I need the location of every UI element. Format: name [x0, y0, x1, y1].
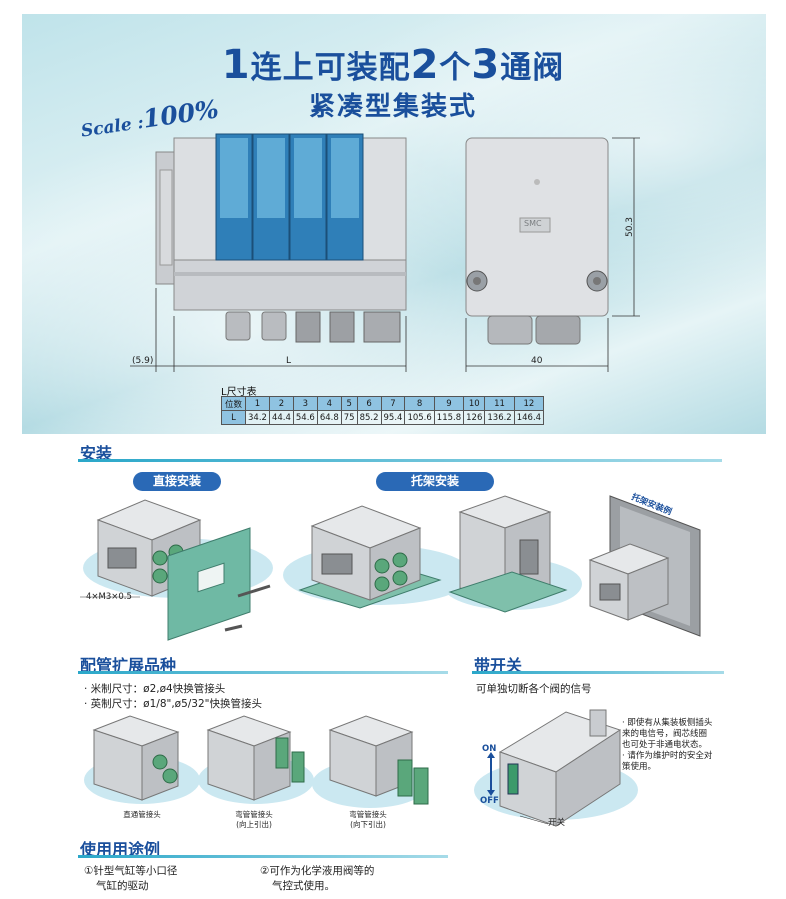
title-num-3: 3 — [471, 42, 501, 88]
size-table-header-row: 位数 1 2 3 4 5 6 7 8 9 10 11 12 — [221, 396, 545, 411]
table-station: 10 — [463, 396, 486, 411]
switch-part-label: 开关 — [548, 818, 566, 828]
usage-item-2-line2: 气控式使用。 — [272, 880, 335, 892]
usage-item-2: ②可作为化学液用阀等的气控式使用。 — [260, 864, 374, 894]
table-length: 146.4 — [513, 410, 545, 425]
switch-off-label: OFF — [480, 796, 499, 806]
piping-metric: · 米制尺寸：ø2,ø4快换管接头 — [84, 683, 226, 695]
table-length: 115.8 — [433, 410, 465, 425]
subtitle: 紧凑型集装式 — [308, 92, 477, 122]
switch-description: 可单独切断各个阀的信号 — [476, 683, 592, 695]
table-length: 44.4 — [268, 410, 294, 425]
caption-elbow-down: 弯管管接头(向下引出) — [338, 810, 398, 830]
title-part-2: 个 — [439, 50, 472, 86]
piping-heading: 配管扩展品种 — [80, 656, 177, 675]
table-length: 105.6 — [404, 410, 435, 425]
caption-elbow-down-line1: 弯管管接头 — [349, 810, 387, 819]
size-table: 位数 1 2 3 4 5 6 7 8 9 10 11 12 L 34.2 44.… — [221, 396, 545, 425]
brand-label: SMC — [524, 219, 542, 228]
table-station: 8 — [404, 396, 435, 411]
switch-note-line: 策使用。 — [622, 762, 657, 772]
title-part-1: 连上可装配 — [250, 50, 411, 86]
table-station: 7 — [380, 396, 406, 411]
dim-width: 40 — [531, 356, 543, 366]
switch-note-line: · 请作为维护时的安全对 — [622, 751, 713, 761]
size-table-length-row: L 34.2 44.4 54.6 64.8 75 85.2 95.4 105.6… — [221, 410, 545, 425]
switch-heading: 带开关 — [474, 656, 523, 675]
table-length: 126 — [463, 410, 486, 425]
install-heading: 安装 — [80, 444, 113, 463]
dim-length: L — [286, 356, 292, 366]
table-station: 4 — [316, 396, 342, 411]
table-station: 11 — [484, 396, 515, 411]
caption-elbow-up-line2: (向上引出) — [236, 820, 272, 829]
title-num-1: 1 — [221, 42, 251, 88]
dim-left-offset: (5.9) — [132, 356, 154, 366]
title-num-2: 2 — [410, 42, 440, 88]
install-underline — [78, 459, 722, 462]
main-title: 1连上可装配2个3通阀 — [0, 42, 786, 88]
usage-item-1-line2: 气缸的驱动 — [96, 880, 149, 892]
fittings-row — [225, 311, 401, 343]
switch-underline — [472, 671, 724, 674]
title-part-3: 通阀 — [500, 50, 565, 86]
table-header-length: L — [221, 410, 246, 425]
piping-inch: · 英制尺寸：ø1/8",ø5/32"快换管接头 — [84, 698, 262, 710]
switch-notes: · 即使有从集装板侧插头 来的电信号，阀芯线圈 也可处于非通电状态。 · 请作为… — [622, 718, 712, 773]
table-header-stations: 位数 — [221, 396, 246, 411]
switch-note-line: · 即使有从集装板侧插头 — [622, 718, 713, 728]
valve-stack — [215, 133, 364, 261]
usage-item-2-line1: ②可作为化学液用阀等的 — [260, 865, 375, 877]
usage-heading: 使用用途例 — [80, 840, 161, 859]
table-length: 64.8 — [316, 410, 342, 425]
size-table-caption: L尺寸表 — [221, 387, 257, 398]
bracket-install-tag: 托架安装 — [376, 472, 494, 491]
screw-label: 4×M3×0.5 — [86, 592, 132, 602]
usage-item-1-line1: ①针型气缸等小口径 — [84, 865, 178, 877]
piping-underline — [78, 671, 448, 674]
caption-straight-fitting: 直通管接头 — [123, 810, 161, 819]
usage-underline — [78, 855, 448, 858]
caption-elbow-down-line2: (向下引出) — [350, 820, 386, 829]
table-station: 12 — [513, 396, 545, 411]
manifold-side-view — [465, 137, 609, 345]
switch-on-label: ON — [482, 744, 497, 754]
switch-note-line: 来的电信号，阀芯线圈 — [622, 729, 708, 739]
switch-note-line: 也可处于非通电状态。 — [622, 740, 708, 750]
caption-elbow-up: 弯管管接头(向上引出) — [224, 810, 284, 830]
direct-install-tag: 直接安装 — [133, 472, 221, 491]
caption-elbow-up-line1: 弯管管接头 — [235, 810, 273, 819]
usage-item-1: ①针型气缸等小口径气缸的驱动 — [84, 864, 177, 894]
